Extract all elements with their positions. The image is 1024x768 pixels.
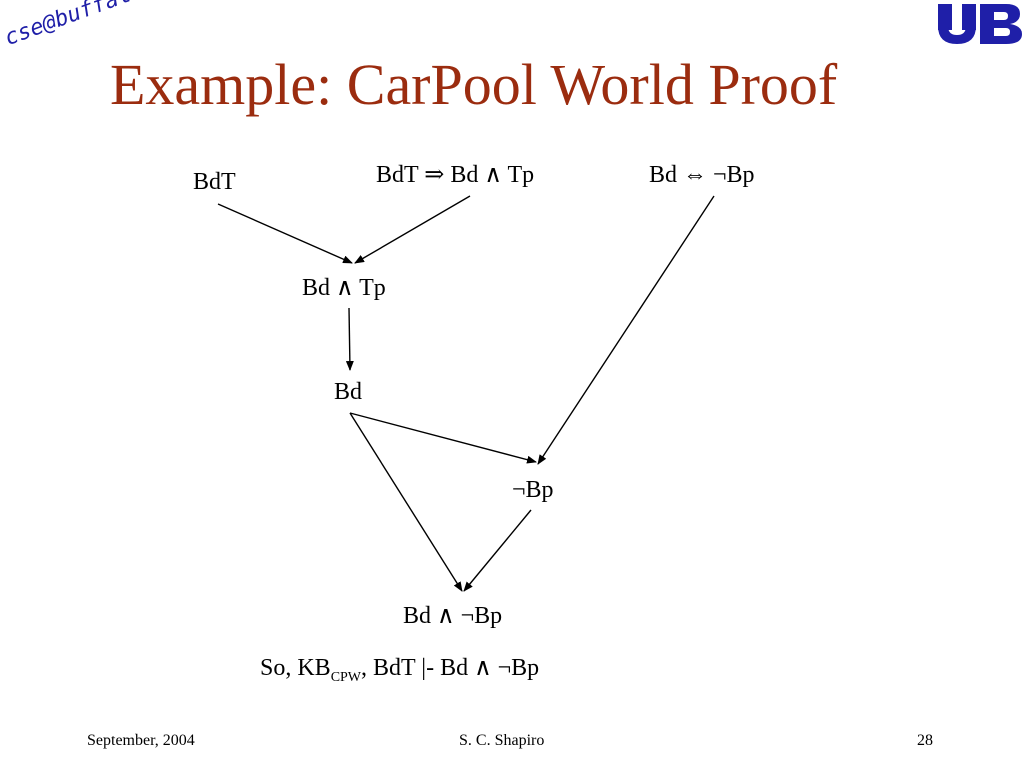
node-not-bp: ¬Bp <box>512 477 554 503</box>
ub-logo-icon <box>938 4 1022 44</box>
conclusion-prefix: So, KB <box>260 655 331 681</box>
edge-bd-to-conclusion <box>349 412 463 592</box>
edge-bd-to-not-bp <box>349 412 537 464</box>
edge-not-bp-to-conclusion <box>463 509 532 592</box>
edge-bd-and-tp-to-bd <box>345 307 354 371</box>
footer-date: September, 2004 <box>87 732 195 749</box>
footer-author: S. C. Shapiro <box>459 732 545 749</box>
node-bd-and-not-bp: Bd ∧ ¬Bp <box>403 603 503 629</box>
conclusion-subscript: CPW <box>330 669 362 685</box>
conclusion-suffix: , BdT |- Bd ∧ ¬Bp <box>361 655 540 681</box>
node-bd-iff-not-bp: Bd ⇔ ¬Bp <box>649 162 755 188</box>
footer-page-number: 28 <box>917 732 933 749</box>
conclusion-statement: So, KBCPW, BdT |- Bd ∧ ¬Bp <box>260 656 539 685</box>
node-bdt-implies-bd-and-tp: BdT ⇒ Bd ∧ Tp <box>376 162 535 188</box>
node-bdt: BdT <box>193 169 236 195</box>
edge-bdt-to-bd-and-tp <box>217 203 353 264</box>
slide-title: Example: CarPool World Proof <box>110 52 838 117</box>
node-bd-and-tp: Bd ∧ Tp <box>302 275 386 301</box>
edge-implication-to-bd-and-tp <box>354 195 471 264</box>
node-bd: Bd <box>334 379 363 405</box>
edge-biconditional-to-not-bp <box>537 195 715 465</box>
